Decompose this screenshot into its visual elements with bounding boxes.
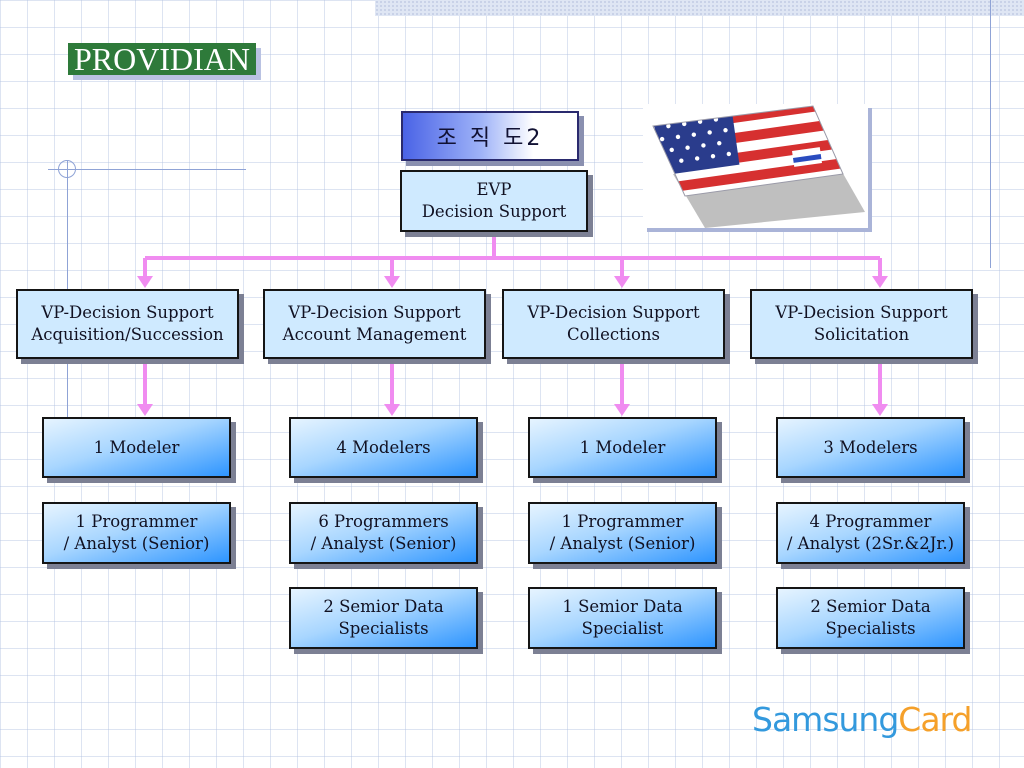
decorative-crosshair-circle: [58, 160, 76, 178]
specialists-line2: Specialist: [581, 619, 664, 638]
specialists-box-collections: 1 Semior Data Specialist: [528, 587, 717, 649]
specialists-box-solicitation: 2 Semior Data Specialists: [776, 587, 965, 649]
programmers-box-acquisition: 1 Programmer / Analyst (Senior): [42, 502, 231, 564]
vp-box-line1: VP-Decision Support: [527, 303, 700, 322]
vp-box-solicitation: VP-Decision Support Solicitation: [750, 289, 973, 359]
arrowhead-modelers-2: [384, 404, 400, 416]
providian-logo: PROVIDIAN: [68, 43, 256, 75]
specialists-line2: Specialists: [338, 619, 429, 638]
modelers-box-acquisition: 1 Modeler: [42, 417, 231, 478]
specialists-line1: 2 Semior Data: [323, 597, 444, 616]
modelers-box-solicitation: 3 Modelers: [776, 417, 965, 478]
modelers-count: 4 Modelers: [336, 437, 431, 457]
vp-box-line1: VP-Decision Support: [288, 303, 461, 322]
vp-box-line2: Solicitation: [813, 325, 910, 344]
specialists-line2: Specialists: [825, 619, 916, 638]
arrowhead-modelers-4: [872, 404, 888, 416]
programmers-box-solicitation: 4 Programmer / Analyst (2Sr.&2Jr.): [776, 502, 965, 564]
arrowhead-vp-2: [384, 276, 400, 288]
programmers-line2: / Analyst (Senior): [63, 534, 210, 553]
arrowhead-vp-1: [137, 276, 153, 288]
modelers-count: 3 Modelers: [823, 437, 918, 457]
evp-line2: Decision Support: [421, 202, 567, 221]
brand-samsung: Samsung: [752, 700, 899, 739]
specialists-box-account-management: 2 Semior Data Specialists: [289, 587, 478, 649]
top-dotted-strip: [375, 0, 1024, 16]
modelers-count: 1 Modeler: [93, 437, 180, 457]
vp-box-collections: VP-Decision Support Collections: [502, 289, 725, 359]
vp-box-line2: Account Management: [282, 325, 467, 344]
vp-box-acquisition: VP-Decision Support Acquisition/Successi…: [16, 289, 239, 359]
vp-box-line1: VP-Decision Support: [41, 303, 214, 322]
decorative-horizontal-line: [48, 169, 246, 170]
modelers-count: 1 Modeler: [579, 437, 666, 457]
programmers-box-collections: 1 Programmer / Analyst (Senior): [528, 502, 717, 564]
arrowhead-vp-4: [872, 276, 888, 288]
programmers-line1: 6 Programmers: [318, 512, 449, 531]
samsung-card-logo: SamsungCard: [752, 700, 973, 739]
programmers-box-account-management: 6 Programmers / Analyst (Senior): [289, 502, 478, 564]
programmers-line1: 1 Programmer: [75, 512, 198, 531]
vp-box-line1: VP-Decision Support: [775, 303, 948, 322]
specialists-line1: 2 Semior Data: [810, 597, 931, 616]
vp-box-line2: Collections: [566, 325, 661, 344]
vp-box-line2: Acquisition/Succession: [31, 325, 224, 344]
specialists-line1: 1 Semior Data: [562, 597, 683, 616]
brand-card: Card: [898, 700, 972, 739]
arrowhead-modelers-3: [614, 404, 630, 416]
programmers-line1: 4 Programmer: [809, 512, 932, 531]
programmers-line1: 1 Programmer: [561, 512, 684, 531]
evp-box: EVP Decision Support: [400, 170, 588, 232]
credit-card-image: [643, 104, 868, 228]
programmers-line2: / Analyst (2Sr.&2Jr.): [786, 534, 955, 553]
programmers-line2: / Analyst (Senior): [549, 534, 696, 553]
vp-box-account-management: VP-Decision Support Account Management: [263, 289, 486, 359]
evp-line1: EVP: [476, 180, 512, 199]
programmers-line2: / Analyst (Senior): [310, 534, 457, 553]
arrowhead-vp-3: [614, 276, 630, 288]
modelers-box-collections: 1 Modeler: [528, 417, 717, 478]
arrowhead-modelers-1: [137, 404, 153, 416]
chart-title: 조 직 도2: [401, 111, 579, 161]
modelers-box-account-management: 4 Modelers: [289, 417, 478, 478]
flag-credit-card-icon: [652, 105, 865, 228]
right-vertical-rule: [990, 0, 991, 268]
